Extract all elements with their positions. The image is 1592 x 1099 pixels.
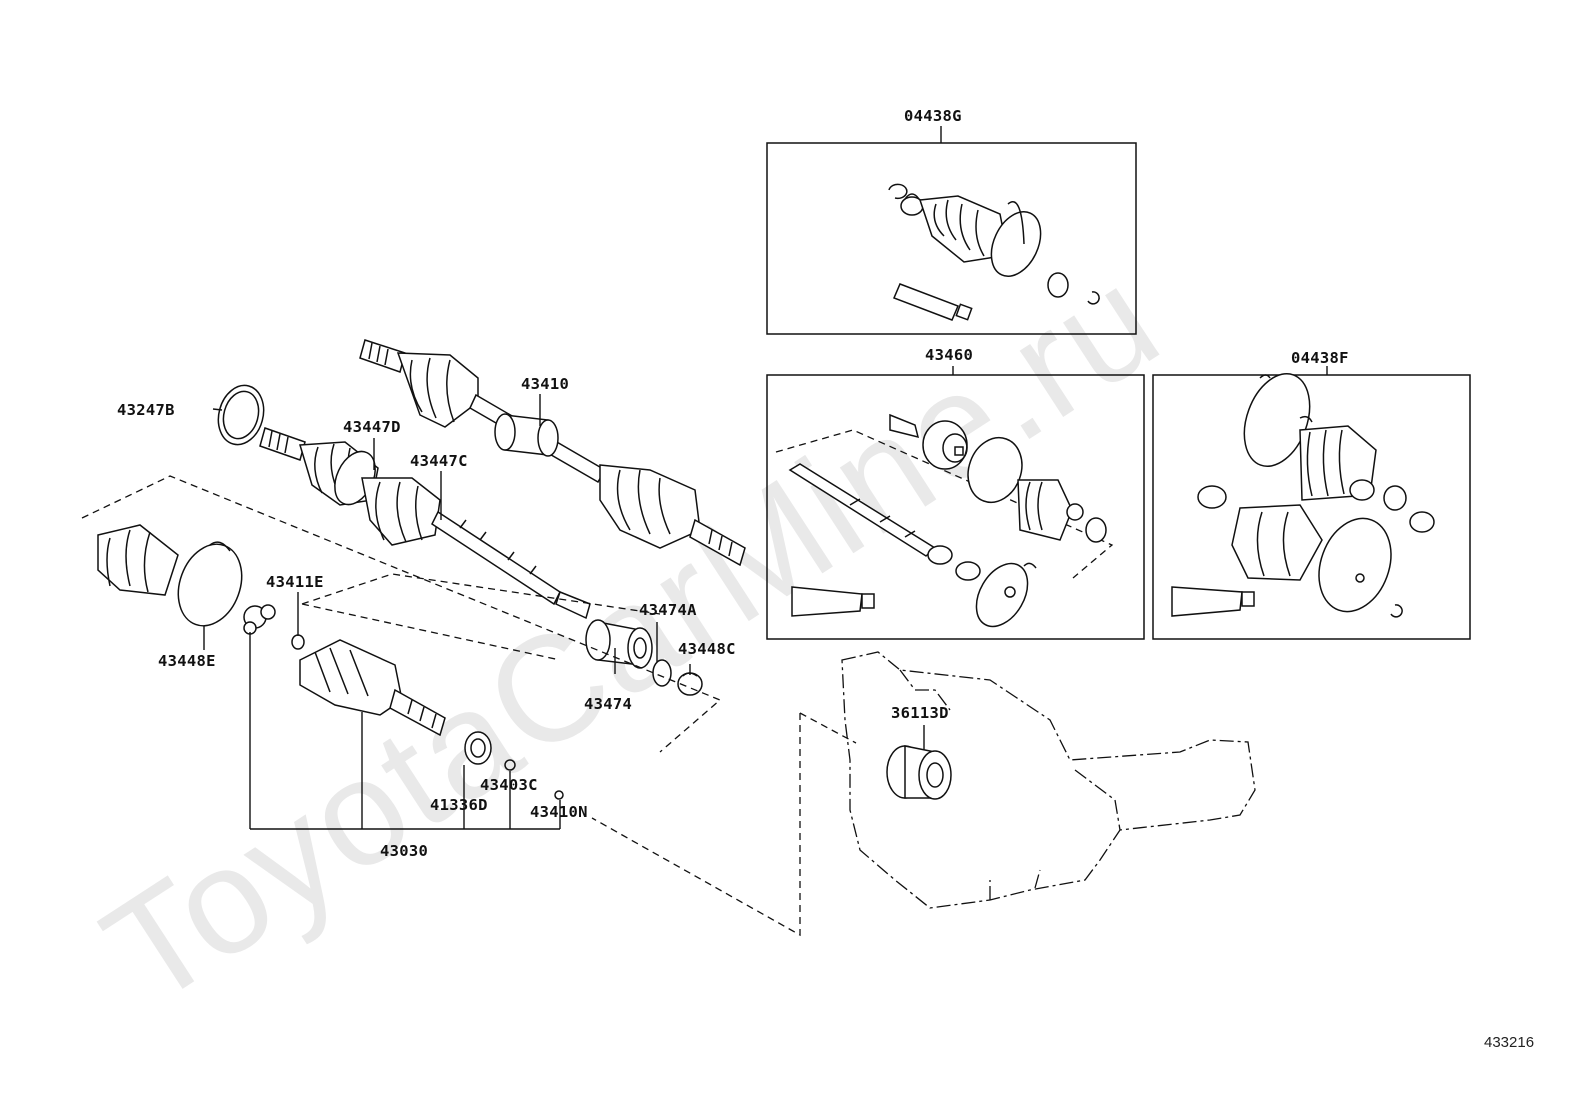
callout-43448c: 43448C [678,640,736,658]
callout-43410: 43410 [521,375,569,393]
dashed-frame-inner-kit [81,475,722,753]
callout-43247b: 43247B [117,401,175,419]
callout-43410n: 43410N [530,803,588,821]
callout-43403c: 43403C [480,776,538,794]
callout-36113d: 36113D [891,704,949,722]
dashed-link-differential [591,713,801,937]
callout-43474: 43474 [584,695,632,713]
kit-box-04438g [766,126,1137,335]
kit-box-43460 [766,366,1145,640]
differential-housing [841,651,1256,909]
callout-41336d: 41336D [430,796,488,814]
callout-04438f: 04438F [1291,349,1349,367]
drive-shaft-assembly-43410 [359,339,746,567]
dashed-frame-bearing [301,573,661,661]
center-bearing-43474 [585,619,703,696]
callout-43030: 43030 [380,842,428,860]
figure-number: 433216 [1484,1034,1534,1051]
callout-04438g: 04438G [904,107,962,125]
dashed-link-seal [799,712,857,744]
leader-lines [203,394,925,830]
callout-43411e: 43411E [266,573,324,591]
callout-43447c: 43447C [410,452,468,470]
kit-box-04438f [1152,366,1471,640]
inner-joint-components [97,524,564,800]
callout-43474a: 43474A [639,601,697,619]
callout-43448e: 43448E [158,652,216,670]
callout-43460: 43460 [925,346,973,364]
inner-shaft-43447 [259,427,591,620]
callout-43447d: 43447D [343,418,401,436]
